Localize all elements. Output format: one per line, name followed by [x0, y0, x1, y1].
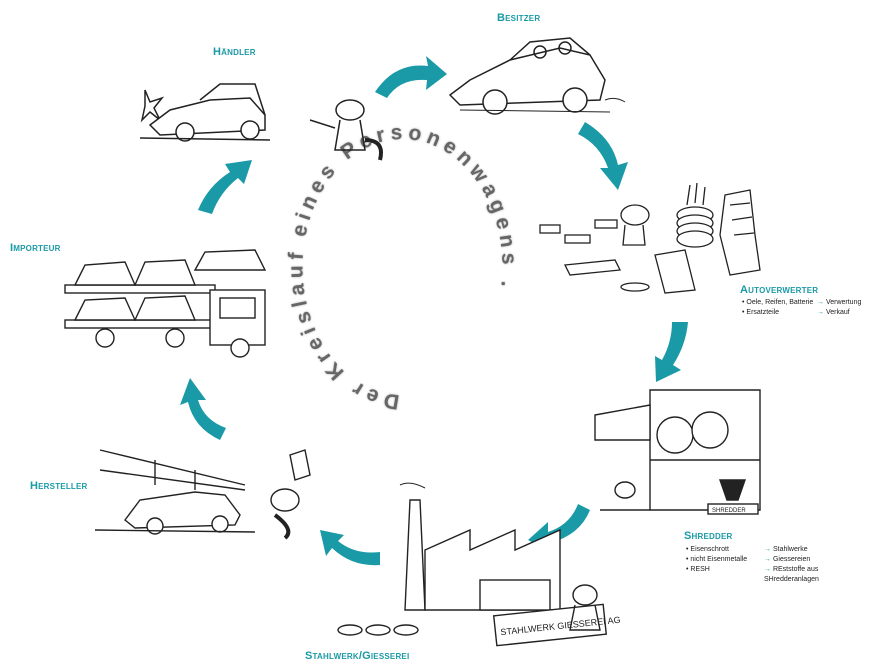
detail-right: Giessereien: [764, 555, 810, 565]
detail-left: • Oele, Reifen, Batterie: [742, 299, 814, 306]
detail-row: • RESH REststoffe aus: [686, 565, 819, 575]
detail-left: • Eisenschrott: [686, 546, 729, 553]
detail-row: • Ersatzteile Verkauf: [742, 308, 861, 318]
hersteller-illustration: [95, 430, 335, 540]
besitzer-illustration: [440, 30, 630, 120]
detail-row: • Eisenschrott Stahlwerke: [686, 545, 819, 555]
label-hersteller: Hersteller: [30, 480, 88, 492]
label-haendler: Händler: [213, 46, 256, 58]
autoverwerter-illustration: [525, 175, 765, 300]
arrow-icon: [320, 530, 380, 566]
arrow-icon: [578, 122, 628, 190]
detail-row: • nicht Eisenmetalle Giessereien: [686, 555, 819, 565]
label-importeur: Importeur: [10, 242, 61, 254]
label-stahlwerk: Stahlwerk/Giesserei: [305, 650, 410, 662]
detail-left: • nicht Eisenmetalle: [686, 556, 748, 563]
shredder-details: • Eisenschrott Stahlwerke • nicht Eisenm…: [686, 545, 819, 585]
shredder-illustration: SHREDDER: [590, 380, 775, 525]
detail-right: Verwertung: [817, 298, 861, 308]
arrow-icon: [375, 56, 447, 98]
importeur-illustration: [55, 240, 275, 360]
detail-right: REststoffe aus: [764, 565, 818, 575]
stahlwerk-illustration: STAHLWERK GIESSEREI AG: [330, 480, 630, 650]
label-besitzer: Besitzer: [497, 12, 541, 24]
label-shredder: Shredder: [684, 530, 733, 542]
detail-row: SHredderanlagen: [686, 575, 819, 585]
detail-row: • Oele, Reifen, Batterie Verwertung: [742, 298, 861, 308]
detail-right: Stahlwerke: [764, 545, 808, 555]
arrow-icon: [655, 322, 688, 382]
detail-left: • RESH: [686, 566, 710, 573]
label-autoverwerter: Autoverwerter: [740, 284, 819, 296]
shredder-sign: SHREDDER: [712, 508, 746, 514]
arrow-icon: [180, 378, 226, 440]
arrow-icon: [198, 160, 252, 214]
autoverwerter-details: • Oele, Reifen, Batterie Verwertung • Er…: [742, 298, 861, 318]
haendler-illustration: [140, 70, 400, 170]
detail-left: • Ersatzteile: [742, 309, 780, 316]
detail-right: SHredderanlagen: [764, 576, 819, 583]
detail-right: Verkauf: [817, 308, 850, 318]
